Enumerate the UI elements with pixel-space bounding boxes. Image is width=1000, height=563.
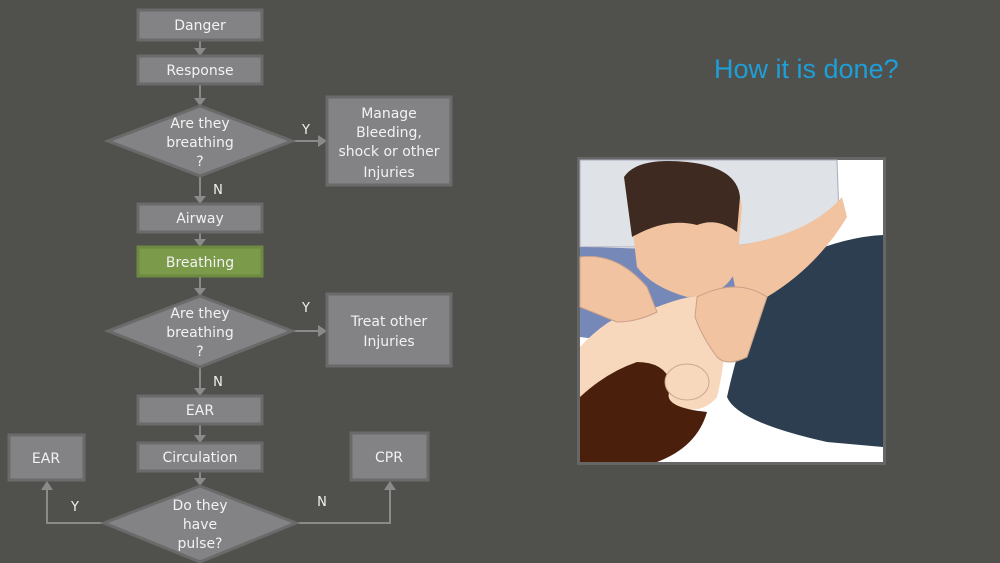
step-breathing-highlighted: Breathing — [136, 245, 264, 278]
step-label: Injuries — [363, 165, 414, 181]
step-response: Response — [136, 54, 264, 86]
no-label: N — [213, 183, 223, 198]
step-label: shock or other — [338, 144, 439, 160]
step-airway: Airway — [136, 202, 264, 234]
decision-breathing-1: Are they breathing? — [103, 104, 297, 178]
no-label: N — [317, 495, 327, 510]
step-label: EAR — [32, 451, 60, 467]
step-label: Treat other — [350, 314, 428, 330]
first-aid-flowchart: Danger Response Are they breathing? Y Man… — [7, 8, 453, 563]
decision-label: ? — [196, 344, 203, 360]
step-ear-left: EAR — [7, 433, 86, 482]
decision-breathing-2: Are they breathing? — [103, 294, 297, 369]
step-label: Danger — [174, 18, 226, 34]
decision-label: breathing — [166, 135, 234, 151]
step-label: Bleeding, — [356, 125, 422, 141]
decision-label: Do they — [172, 498, 227, 514]
decision-label: Are they — [170, 116, 229, 132]
step-label: Manage — [361, 106, 417, 122]
decision-label: pulse? — [178, 536, 223, 552]
no-label: N — [213, 375, 223, 390]
yes-label: Y — [70, 500, 79, 515]
step-label: CPR — [375, 450, 403, 466]
yes-label: Y — [301, 301, 310, 316]
step-label: Circulation — [163, 450, 238, 466]
rescue-breathing-illustration — [577, 157, 886, 465]
decision-label: breathing — [166, 325, 234, 341]
step-cpr: CPR — [349, 431, 430, 482]
step-circulation: Circulation — [136, 441, 264, 473]
step-ear: EAR — [136, 394, 264, 426]
slide-title: How it is done? — [714, 54, 899, 84]
connectors — [41, 40, 396, 524]
step-label: Injuries — [363, 334, 414, 350]
decision-label: ? — [196, 154, 203, 170]
step-label: Airway — [176, 211, 224, 227]
yes-label: Y — [301, 123, 310, 138]
decision-label: Are they — [170, 306, 229, 322]
step-label: Breathing — [166, 255, 234, 271]
step-label: Response — [166, 63, 233, 79]
step-danger: Danger — [136, 8, 264, 42]
decision-label: have — [183, 517, 217, 533]
step-label: EAR — [186, 403, 214, 419]
decision-pulse: Do they have pulse? — [99, 484, 301, 563]
